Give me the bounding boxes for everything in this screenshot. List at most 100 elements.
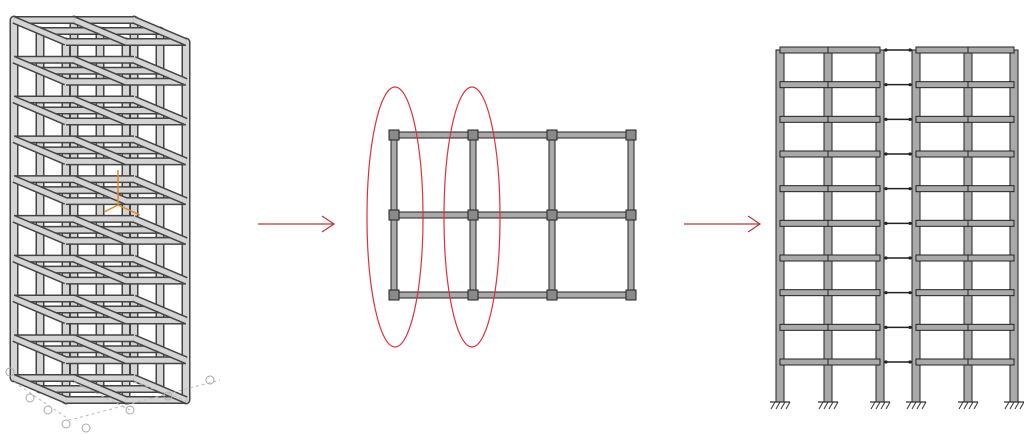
hinge-icon	[908, 48, 912, 52]
frame-girder	[13, 97, 67, 124]
support-hatch-icon	[885, 401, 891, 410]
elevation-beam	[779, 46, 829, 54]
frame-girder	[13, 296, 67, 323]
frame-girder	[13, 256, 67, 283]
support-hatch-icon	[973, 401, 979, 410]
frame-girder	[133, 296, 187, 323]
elevation-beam	[967, 185, 1015, 193]
grid-bubble-icon	[205, 375, 215, 385]
hinge-icon	[908, 83, 912, 87]
elevation-beam	[779, 185, 829, 193]
elevation-beam	[779, 323, 829, 331]
frame-girder	[73, 216, 127, 244]
plan-beam	[393, 131, 632, 139]
elevation-beam	[827, 358, 881, 366]
elevation-beam	[779, 150, 829, 158]
grid-bubble-icon	[163, 391, 173, 401]
elevation-beam	[915, 81, 969, 89]
elevation-beam	[915, 150, 969, 158]
support-hatch-icon	[963, 401, 969, 410]
plan-column	[388, 289, 400, 301]
hinge-icon	[908, 117, 912, 121]
local-axis-icon	[103, 170, 141, 216]
support-hatch-icon	[1004, 401, 1010, 410]
hinge-icon	[884, 325, 888, 329]
arrow-head-icon	[747, 215, 762, 233]
frame-girder	[73, 375, 127, 403]
support-hatch-icon	[911, 401, 917, 410]
floor-plan	[366, 86, 637, 348]
arrow-head-icon	[321, 215, 336, 233]
frame-girder	[13, 216, 67, 244]
support-hatch-icon	[775, 401, 781, 410]
grid-bubble-icon	[25, 393, 35, 403]
hinge-icon	[884, 152, 888, 156]
plan-column	[625, 289, 637, 301]
elevation-beam	[827, 289, 881, 297]
elevation-beam	[827, 185, 881, 193]
elevation-beam	[915, 185, 969, 193]
elevation-beam	[967, 46, 1015, 54]
elevation-beam	[967, 219, 1015, 227]
hinge-icon	[884, 291, 888, 295]
plan-column	[467, 289, 479, 301]
plan-beam	[393, 211, 632, 219]
elevation-beam	[779, 289, 829, 297]
plan-column	[467, 129, 479, 141]
support-hatch-icon	[921, 401, 927, 410]
support-hatch-icon	[780, 401, 786, 410]
elevation-beam	[967, 358, 1015, 366]
support-hatch-icon	[833, 401, 839, 410]
support-hatch-icon	[880, 401, 886, 410]
frame-girder	[73, 17, 127, 45]
frame-girder	[73, 256, 127, 283]
support-hatch-icon	[823, 401, 829, 410]
elevation-beam	[967, 150, 1015, 158]
frame-girder	[13, 137, 67, 164]
frame-girder	[133, 216, 187, 244]
frame-girder	[133, 335, 187, 363]
elevation-beam	[827, 323, 881, 331]
grid-bubble-icon	[61, 419, 71, 429]
support-hatch-icon	[1009, 401, 1015, 410]
ground-grid-lines	[13, 379, 221, 421]
support-hatch-icon	[968, 401, 974, 410]
frame-girder	[133, 176, 187, 204]
hinge-icon	[908, 360, 912, 364]
grid-bubble-icon	[125, 405, 135, 415]
support-hatch-icon	[818, 401, 824, 410]
elevation-beam	[827, 254, 881, 262]
support-hatch-icon	[1019, 401, 1024, 410]
hinge-icon	[908, 256, 912, 260]
frame-girder	[133, 375, 187, 403]
hinge-icon	[884, 83, 888, 87]
support-hatch-icon	[958, 401, 964, 410]
elevation-beam	[827, 115, 881, 123]
elevation-beam	[827, 219, 881, 227]
frame-girder	[133, 97, 187, 124]
frame-girder	[13, 57, 67, 85]
frame-girder	[133, 137, 187, 164]
elevation-beam	[827, 150, 881, 158]
support-hatch-icon	[828, 401, 834, 410]
plan-column	[388, 209, 400, 221]
hinge-icon	[884, 256, 888, 260]
frame-girder	[73, 335, 127, 363]
elevation-beam	[779, 219, 829, 227]
elevation-beam	[967, 323, 1015, 331]
grid-bubble-icon	[81, 423, 91, 433]
frame-girder	[13, 17, 67, 45]
frame-girder	[73, 137, 127, 164]
hinge-icon	[908, 187, 912, 191]
plan-column	[625, 129, 637, 141]
elevation-beam	[779, 115, 829, 123]
hinge-icon	[884, 48, 888, 52]
elevation-beam	[915, 358, 969, 366]
highlight-ellipse	[443, 86, 501, 348]
hinge-icon	[908, 325, 912, 329]
hinge-icon	[884, 221, 888, 225]
plan-column	[546, 209, 558, 221]
frame-girder	[73, 57, 127, 85]
arrow-3d-to-plan	[258, 215, 336, 233]
